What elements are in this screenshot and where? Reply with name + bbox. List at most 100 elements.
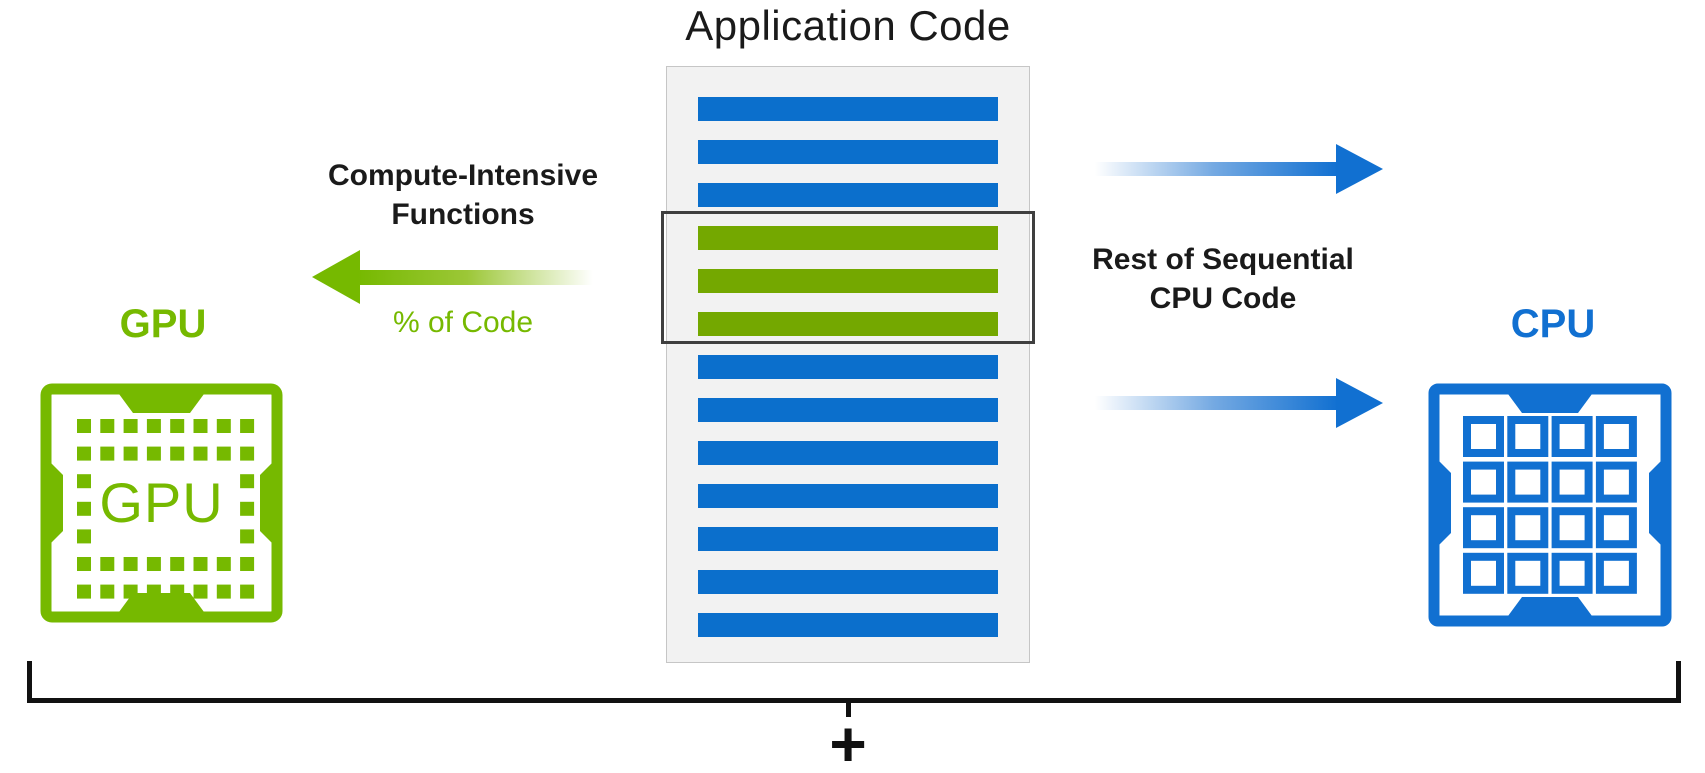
code-bar-green — [698, 268, 998, 293]
bottom-bracket-line — [27, 698, 1681, 703]
compute-intensive-highlight-box — [661, 211, 1035, 344]
gpu-chip-dot — [216, 419, 231, 433]
cpu-chip-core — [1507, 461, 1549, 503]
gpu-chip-dot-grid — [77, 419, 255, 599]
gpu-chip-dot — [240, 501, 255, 516]
gpu-chip-dot — [77, 446, 91, 461]
gpu-chip-dot — [123, 584, 138, 599]
cpu-chip-outline — [1428, 383, 1672, 627]
gpu-chip-dot — [146, 557, 161, 571]
code-bar-blue — [698, 569, 998, 594]
gpu-chip-dot — [77, 474, 91, 489]
cpu-chip-core — [1507, 552, 1549, 594]
cpu-label: CPU — [1510, 302, 1596, 346]
gpu-chip-dot — [77, 419, 91, 433]
code-bar-blue — [698, 397, 998, 422]
gpu-chip-dot — [240, 529, 255, 544]
cpu-chip-core-grid — [1463, 416, 1637, 594]
gpu-chip-dot — [193, 557, 208, 571]
code-bar-green — [698, 311, 998, 336]
gpu-chip-icon: GPU — [40, 383, 283, 623]
gpu-arrow-shaft — [358, 270, 600, 285]
cpu-chip-top-notch — [1508, 394, 1592, 413]
gpu-chip-dot — [170, 584, 185, 599]
code-bar-blue — [698, 354, 998, 379]
gpu-chip-dot — [240, 474, 255, 489]
cpu-chip-icon — [1428, 383, 1672, 627]
compute-intensive-label: Compute-Intensive Functions — [283, 156, 643, 234]
bottom-bracket-center-tick — [846, 703, 851, 717]
gpu-chip-dot — [146, 419, 161, 433]
code-bar-green — [698, 225, 998, 250]
bottom-bracket-left-tick — [27, 661, 32, 703]
percent-of-code-label: % of Code — [392, 306, 534, 339]
cpu-arrow-top-shaft — [1090, 162, 1338, 176]
cpu-chip-core — [1595, 552, 1637, 594]
code-bar-blue — [698, 526, 998, 551]
gpu-chip-dot — [216, 584, 231, 599]
cpu-chip-core — [1551, 461, 1593, 503]
gpu-chip-dot — [123, 557, 138, 571]
cpu-chip-core — [1463, 416, 1504, 457]
gpu-chip-dot — [170, 419, 185, 433]
cpu-chip-bottom-notch — [1508, 597, 1592, 616]
plus-symbol: + — [829, 708, 867, 773]
gpu-chip-inner-text: GPU — [99, 471, 223, 534]
gpu-chip-dot — [170, 557, 185, 571]
gpu-chip-dot — [77, 529, 91, 544]
gpu-chip-dot — [193, 584, 208, 599]
gpu-chip-dot — [100, 584, 115, 599]
cpu-chip-core — [1595, 416, 1637, 457]
gpu-chip-dot — [193, 419, 208, 433]
cpu-chip-core — [1463, 461, 1504, 503]
cpu-chip-core — [1551, 552, 1593, 594]
gpu-chip-top-notch — [119, 394, 204, 413]
gpu-chip-dot — [146, 584, 161, 599]
gpu-chip-left-tab — [51, 463, 63, 543]
gpu-chip-dot — [100, 419, 115, 433]
code-bar-blue — [698, 182, 998, 207]
cpu-arrow-bottom-icon — [1090, 378, 1383, 428]
cpu-chip-core — [1507, 416, 1549, 457]
gpu-chip-dot — [146, 446, 161, 461]
compute-intensive-label-line2: Functions — [391, 198, 535, 231]
gpu-chip-dot — [216, 557, 231, 571]
rest-sequential-label-line1: Rest of Sequential — [1092, 243, 1354, 276]
gpu-chip-dot — [77, 584, 91, 599]
code-bar-blue — [698, 139, 998, 164]
cpu-chip-left-tab — [1439, 461, 1451, 545]
code-bar-blue — [698, 440, 998, 465]
gpu-chip-dot — [240, 419, 255, 433]
cpu-arrow-top-head — [1336, 144, 1383, 194]
cpu-chip-right-tab — [1649, 461, 1661, 545]
code-bar-blue — [698, 96, 998, 121]
cpu-chip-core — [1463, 507, 1504, 549]
gpu-chip-dot — [240, 557, 255, 571]
gpu-chip-dot — [240, 584, 255, 599]
gpu-chip-dot — [123, 446, 138, 461]
cpu-chip-core — [1463, 552, 1504, 594]
cpu-chip-core — [1595, 507, 1637, 549]
gpu-chip-dot — [100, 557, 115, 571]
gpu-chip-dot — [77, 557, 91, 571]
gpu-chip-outline — [40, 383, 283, 623]
cpu-chip-core — [1551, 507, 1593, 549]
cpu-chip-core — [1507, 507, 1549, 549]
cpu-chip-core — [1595, 461, 1637, 503]
gpu-arrow-head — [312, 250, 360, 304]
gpu-chip-dot — [100, 446, 115, 461]
gpu-chip-dot — [193, 446, 208, 461]
cpu-arrow-top-icon — [1090, 144, 1383, 194]
rest-sequential-label: Rest of Sequential CPU Code — [1043, 240, 1403, 318]
gpu-chip-dot — [170, 446, 185, 461]
gpu-chip-dot — [216, 446, 231, 461]
application-code-column — [666, 66, 1030, 663]
gpu-chip-dot — [240, 446, 255, 461]
gpu-arrow-icon — [312, 250, 600, 304]
cpu-arrow-bottom-shaft — [1090, 396, 1338, 410]
diagram-title: Application Code — [685, 2, 1011, 49]
compute-intensive-label-line1: Compute-Intensive — [327, 159, 599, 192]
rest-sequential-label-line2: CPU Code — [1149, 282, 1297, 315]
gpu-chip-dot — [123, 419, 138, 433]
